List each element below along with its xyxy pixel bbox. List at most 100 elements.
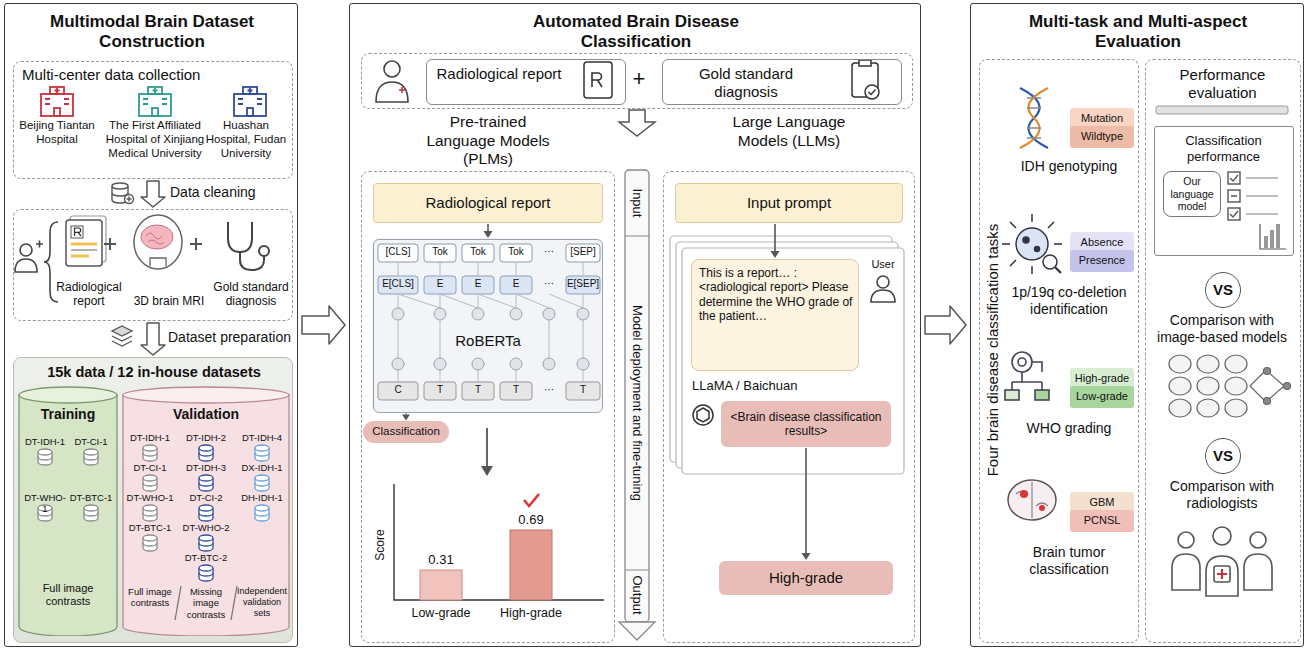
virus-icon	[1043, 255, 1057, 269]
layers-icon	[112, 326, 132, 336]
node-label: DT-IDH-1	[22, 436, 68, 447]
connector-line	[774, 224, 776, 251]
connector	[802, 448, 811, 560]
grading-icon	[1005, 352, 1049, 400]
database-icon	[143, 543, 157, 546]
user-icon	[36, 241, 43, 248]
radiologists-icon	[1214, 566, 1230, 582]
node-label: VS	[1210, 281, 1236, 299]
clipboard-icon	[859, 60, 871, 66]
database-icon	[199, 573, 213, 576]
node-label: Input prompt	[680, 194, 898, 212]
cylinder-body	[123, 395, 289, 636]
database-icon	[143, 505, 157, 521]
connector	[402, 414, 410, 421]
node-label: Automated Brain Disease Classification	[506, 12, 766, 53]
dashed-group: Performance evaluationClassification per…	[1145, 59, 1301, 643]
node-label: GBM	[1074, 496, 1130, 509]
image-grid-icon	[1264, 398, 1271, 405]
token-label: E[SEP]	[566, 278, 600, 290]
node-label: DT-CI-2	[181, 492, 231, 503]
node-label: Absence	[1074, 236, 1130, 249]
node-label: DT-WHO-1	[22, 492, 68, 515]
image-grid-icon	[1284, 383, 1291, 390]
transformer-network	[462, 276, 494, 294]
node-label: 15k data / 12 in-house datasets	[14, 364, 294, 381]
dashed-group: Radiological report3D brain MRIGold stan…	[13, 209, 293, 321]
dashed-frame	[361, 171, 615, 643]
bar-chart-icon	[1276, 224, 1280, 248]
node-label: Multimodal Brain Dataset Construction	[5, 12, 299, 53]
database-icon	[84, 457, 98, 460]
class-tag: Presence	[1070, 250, 1134, 272]
database-icon	[255, 505, 269, 511]
result-box: High-grade	[719, 561, 893, 595]
user-icon	[877, 276, 889, 288]
node-label: Wildtype	[1074, 130, 1130, 143]
image-grid-icon	[1250, 372, 1284, 400]
pipeline-bar	[625, 236, 649, 570]
transformer-network	[392, 308, 404, 320]
vs-circle: VS	[1205, 272, 1241, 308]
node-label: Four brain disease classification tasks	[985, 200, 1001, 500]
database-icon	[255, 445, 269, 461]
virus-icon	[1002, 214, 1062, 274]
text-label: User	[864, 258, 902, 271]
separator-slash	[175, 586, 181, 620]
database-icon	[143, 483, 157, 486]
text-label: Comparison with radiologists	[1148, 478, 1296, 512]
score-chart	[481, 466, 493, 476]
hospital-icon	[50, 87, 64, 94]
down-arrow	[619, 110, 655, 136]
database-icon	[199, 565, 213, 571]
mri-head-icon	[141, 225, 173, 249]
stethoscope-icon	[228, 222, 252, 252]
database-icon	[199, 543, 213, 546]
node-label: Large Language Models (LLMs)	[719, 113, 859, 150]
checklist-icon	[1228, 172, 1278, 220]
grading-icon	[1018, 358, 1026, 366]
panel: Multimodal Brain Dataset ConstructionMul…	[4, 3, 298, 647]
connector	[141, 181, 165, 207]
node-label: Our language model	[1168, 175, 1216, 213]
hospital-icon	[243, 87, 257, 94]
transformer-network	[510, 308, 522, 320]
page-stack	[670, 236, 904, 474]
node-label: DT-BTC-1	[68, 492, 114, 503]
image-grid-icon	[1169, 355, 1191, 373]
node-label: Low-grade	[1074, 390, 1130, 403]
grading-icon	[1012, 352, 1032, 372]
bar-chart-icon	[1260, 224, 1286, 249]
pipeline-bar	[619, 622, 655, 640]
token-label: T	[424, 384, 456, 396]
token-label: E	[500, 278, 532, 290]
node-label: DH-IDH-1	[237, 492, 287, 503]
report-icon	[584, 62, 612, 98]
class-tag: PCNSL	[1070, 510, 1134, 532]
dna-icon	[1020, 88, 1048, 148]
text-label: 0.31	[421, 552, 461, 568]
database-icon	[255, 513, 269, 516]
text-label: Brain tumor classification	[1004, 544, 1134, 578]
node-label: Independent validation sets	[237, 586, 287, 618]
transformer-network	[424, 276, 456, 294]
image-grid-icon	[1225, 399, 1247, 417]
transformer-network	[398, 262, 583, 382]
transformer-network	[500, 244, 532, 262]
virus-icon	[1023, 237, 1029, 243]
virus-icon	[1055, 267, 1061, 273]
hospital-icon	[247, 108, 253, 116]
cylinder-top	[19, 387, 117, 403]
database-icon	[38, 449, 52, 465]
text-label: IDH genotyping	[1004, 158, 1134, 175]
database-icon	[255, 445, 269, 451]
hospital-icon	[55, 88, 60, 93]
output-pill: Classification	[363, 421, 449, 443]
radiologists-icon	[1213, 527, 1231, 545]
hollow-arrow	[141, 323, 165, 355]
transformer-network	[543, 308, 555, 320]
text-label: Comparison with image-based models	[1148, 312, 1296, 346]
text-label: High-grade	[496, 606, 566, 621]
node-label: Full image contrasts	[24, 582, 112, 608]
